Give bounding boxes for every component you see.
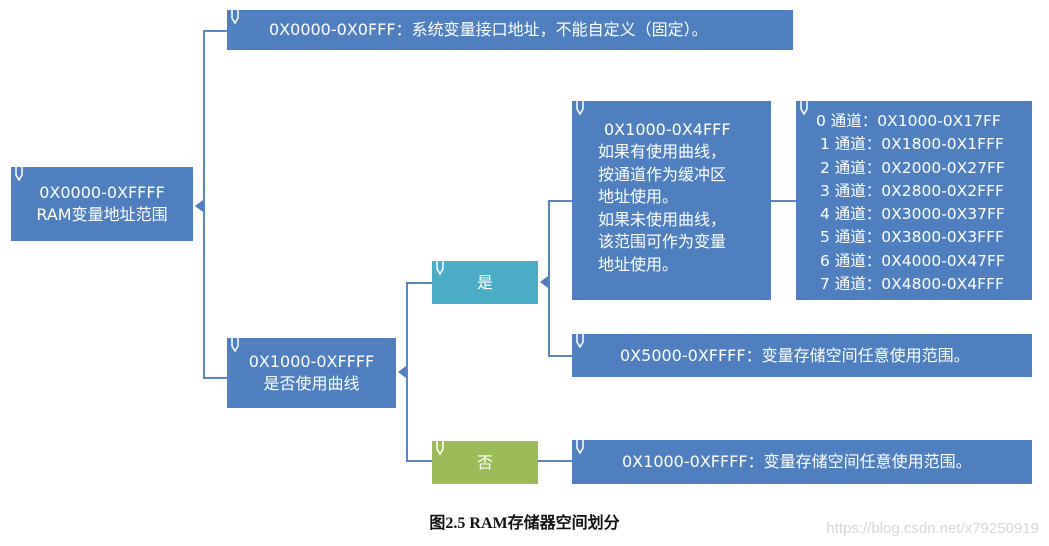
figure-caption: 图2.5 RAM存储器空间划分 bbox=[429, 515, 620, 532]
channel-item: 0 通道：0X1000-0X17FF bbox=[816, 112, 1001, 130]
no-free-range-box: 0X1000-0XFFFF：变量存储空间任意使用范围。 bbox=[572, 440, 1032, 484]
connector-to-top-box bbox=[203, 30, 227, 32]
corner-tag-icon bbox=[436, 441, 444, 455]
yes-label: 是 bbox=[476, 272, 493, 292]
channel-item: 5 通道：0X3800-0X3FFF bbox=[820, 228, 1004, 247]
curve-desc-line: 按通道作为缓冲区 bbox=[598, 164, 727, 184]
channel-item: 7 通道：0X4800-0X4FFF bbox=[820, 275, 1004, 294]
connector-no-to-box bbox=[538, 460, 572, 462]
corner-tag-icon bbox=[800, 101, 808, 115]
no-free-range-text: 0X1000-0XFFFF：变量存储空间任意使用范围。 bbox=[622, 452, 972, 471]
no-branch-box: 否 bbox=[432, 441, 538, 484]
root-line1: 0X0000-0XFFFF bbox=[39, 183, 165, 202]
curve-desc-line: 地址使用。 bbox=[598, 187, 679, 206]
decision-line2: 是否使用曲线 bbox=[263, 374, 360, 393]
connector-to-yes bbox=[406, 282, 432, 284]
corner-tag-icon bbox=[436, 261, 444, 275]
channel-item: 2 通道：0X2000-0X27FF bbox=[820, 158, 1005, 177]
yes-free-range-box: 0X5000-0XFFFF：变量存储空间任意使用范围。 bbox=[572, 334, 1032, 377]
corner-tag-icon bbox=[576, 101, 584, 115]
root-box: 0X0000-0XFFFF RAM变量地址范围 bbox=[11, 167, 193, 241]
curve-buffer-box: 0X1000-0X4FFF 如果有使用曲线， 按通道作为缓冲区 地址使用。 如果… bbox=[572, 101, 771, 300]
connector-to-curve-box bbox=[548, 200, 572, 202]
system-interface-text: 0X0000-0X0FFF：系统变量接口地址，不能自定义（固定）。 bbox=[269, 20, 708, 39]
decision-line1: 0X1000-0XFFFF bbox=[248, 352, 375, 371]
yes-pointer bbox=[540, 276, 548, 288]
channel-item: 3 通道：0X2800-0X2FFF bbox=[820, 181, 1004, 200]
connector-yes-vertical bbox=[548, 200, 550, 357]
corner-tag-icon bbox=[576, 334, 584, 348]
channel-item: 6 通道：0X4000-0X47FF bbox=[820, 251, 1005, 270]
channel-item: 4 通道：0X3000-0X37FF bbox=[820, 205, 1005, 224]
decision-pointer bbox=[398, 366, 406, 378]
curve-desc-line: 该范围可作为变量 bbox=[598, 232, 727, 251]
curve-desc-line: 如果未使用曲线， bbox=[598, 209, 727, 229]
watermark: https://blog.csdn.net/x79250919 bbox=[826, 520, 1039, 537]
connector-to-decision bbox=[203, 377, 227, 379]
root-line2: RAM变量地址范围 bbox=[36, 205, 168, 224]
corner-tag-icon bbox=[231, 338, 239, 352]
yes-free-range-text: 0X5000-0XFFFF：变量存储空间任意使用范围。 bbox=[620, 345, 970, 365]
channel-list: 0 通道：0X1000-0X17FF 1 通道：0X1800-0X1FFF 2 … bbox=[816, 110, 1032, 296]
yes-branch-box: 是 bbox=[432, 261, 538, 304]
corner-tag-icon bbox=[231, 10, 239, 24]
connector-curve-to-channels bbox=[771, 200, 796, 202]
connector-decision-vertical bbox=[406, 282, 408, 462]
curve-range-text: 0X1000-0X4FFF bbox=[604, 120, 731, 139]
no-label: 否 bbox=[476, 452, 493, 472]
root-pointer bbox=[195, 200, 203, 212]
curve-decision-box: 0X1000-0XFFFF 是否使用曲线 bbox=[227, 338, 396, 408]
system-interface-box: 0X0000-0X0FFF：系统变量接口地址，不能自定义（固定）。 bbox=[227, 10, 793, 50]
channel-address-box: 0 通道：0X1000-0X17FF 1 通道：0X1800-0X1FFF 2 … bbox=[796, 101, 1032, 300]
connector-to-rest-box bbox=[548, 355, 572, 357]
curve-desc-line: 地址使用。 bbox=[598, 254, 679, 274]
channel-item: 1 通道：0X1800-0X1FFF bbox=[820, 135, 1004, 154]
connector-to-no bbox=[406, 460, 432, 462]
corner-tag-icon bbox=[576, 440, 584, 454]
curve-desc-line: 如果有使用曲线， bbox=[598, 142, 727, 161]
connector-root-vertical bbox=[203, 30, 205, 379]
corner-tag-icon bbox=[15, 167, 23, 181]
